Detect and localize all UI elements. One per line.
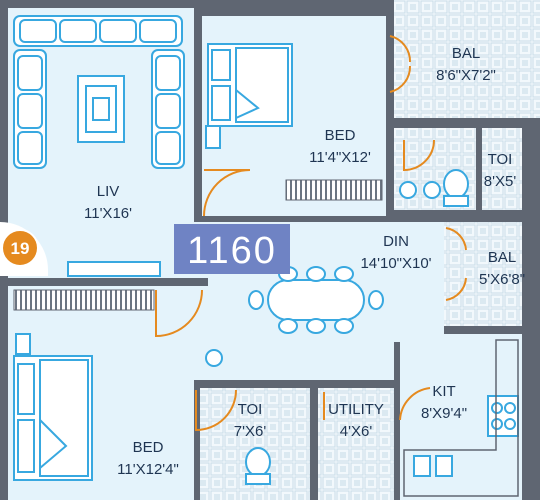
wall-utility-kitchen <box>394 388 400 500</box>
sink-icon <box>205 181 453 477</box>
balcony-top-floor <box>394 0 540 120</box>
stove-icon <box>487 395 519 437</box>
wardrobe-icon <box>13 289 155 311</box>
bal-top-name: BAL <box>452 45 480 62</box>
din-size: 14'10"X10' <box>360 255 431 272</box>
bal-right-size: 5'X6'8" <box>479 271 525 288</box>
wall-right-edge <box>522 128 540 500</box>
bed-top-name: BED <box>325 127 356 144</box>
toilet-icon <box>245 169 469 485</box>
bed-bottom-name: BED <box>133 439 164 456</box>
wall-living-bottom <box>8 278 208 286</box>
bal-top-size: 8'6"X7'2" <box>436 67 496 84</box>
toi-bottom-name: TOI <box>238 401 263 418</box>
utility-name: UTILITY <box>328 401 384 418</box>
utility-floor <box>318 388 394 500</box>
kitchen-counter <box>403 339 519 497</box>
wall-toilet-pillar <box>476 128 482 210</box>
wall-balcony-toilet <box>386 118 540 128</box>
wall-toilet-bottom <box>386 210 540 222</box>
wall-passage-bottom <box>194 380 400 388</box>
sofa-icon <box>13 15 185 169</box>
tv-unit <box>67 261 161 277</box>
din-name: DIN <box>383 233 409 250</box>
wall-living-bed <box>194 8 202 178</box>
utility-size: 4'X6' <box>340 423 373 440</box>
bed-icon <box>13 333 93 481</box>
area-label-text: 1160 <box>187 230 277 272</box>
toi-top-size: 8'X5' <box>484 173 517 190</box>
bal-right-name: BAL <box>488 249 516 266</box>
kit-name: KIT <box>432 383 455 400</box>
bed-bottom-size: 11'X12'4" <box>117 461 179 478</box>
toi-bottom-size: 7'X6' <box>234 423 267 440</box>
toi-top-name: TOI <box>488 151 513 168</box>
wall-bed-balcony <box>386 8 394 118</box>
living-room-name: LIV <box>97 183 120 200</box>
kit-size: 8'X9'4" <box>421 405 467 422</box>
area-label-box <box>174 224 290 274</box>
door-swing-icon <box>155 35 467 432</box>
unit-number-text: 19 <box>11 239 30 258</box>
living-room-size: 11'X16' <box>84 205 132 222</box>
wall-toilet-utility <box>310 388 318 500</box>
wardrobe-icon <box>285 179 383 201</box>
wall-balcony-kitchen <box>444 326 540 334</box>
unit-number-badge: 19 <box>0 222 48 276</box>
bed-top-size: 11'4"X12' <box>309 149 371 166</box>
bed-icon <box>205 43 293 149</box>
